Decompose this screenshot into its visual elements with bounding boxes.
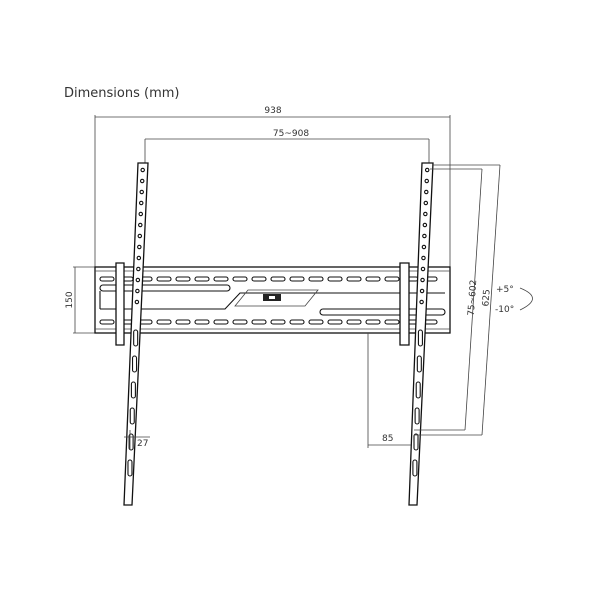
arm-height-label: 625 — [481, 289, 492, 307]
dim-plate-height: 150 — [65, 266, 96, 334]
tilt-down-label: -10° — [495, 305, 514, 315]
vesa-height-label: 75~602 — [467, 279, 479, 316]
wall-plate — [94, 266, 451, 334]
depth-max-label: 85 — [382, 434, 393, 444]
tilt-arc-icon — [519, 287, 533, 311]
tilt-indicator: +5° -10° — [495, 285, 533, 315]
dim-depth-min: 27 — [124, 430, 150, 450]
right-arm — [399, 162, 434, 506]
plate-height-label: 150 — [65, 291, 75, 308]
dim-overall-width: 938 — [94, 106, 451, 267]
dim-vesa-height: 75~602 — [414, 168, 483, 431]
diagram-title: Dimensions (mm) — [64, 86, 180, 101]
dim-vesa-width: 75~908 — [144, 129, 430, 165]
dim-depth-max: 85 — [367, 333, 411, 448]
left-arm — [115, 162, 149, 506]
overall-width-label: 938 — [264, 106, 281, 116]
vesa-width-label: 75~908 — [273, 129, 309, 139]
dim-arm-height: 625 — [414, 164, 501, 436]
depth-min-label: 27 — [137, 439, 148, 449]
tilt-up-label: +5° — [496, 285, 514, 295]
